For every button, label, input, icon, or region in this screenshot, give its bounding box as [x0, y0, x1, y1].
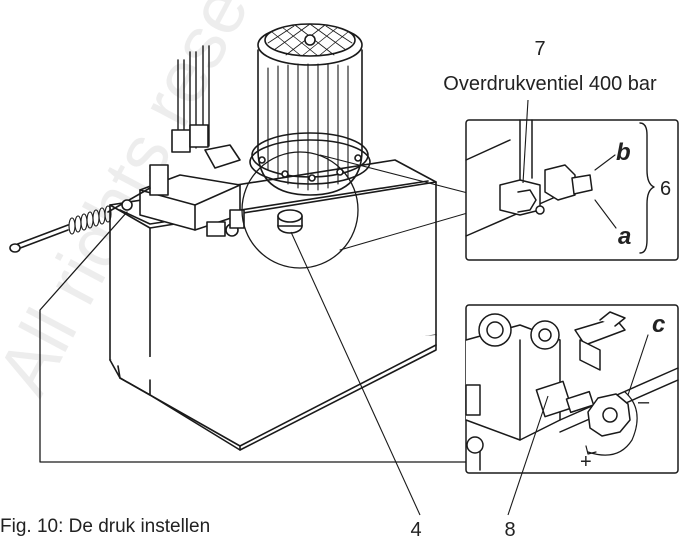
callout-7-number: 7 — [534, 38, 545, 60]
leader-8 — [507, 395, 549, 516]
leader-4 — [290, 231, 421, 516]
callout-4: 4 — [410, 519, 421, 539]
callout-6: 6 — [660, 178, 671, 200]
letter-a: a — [618, 223, 631, 250]
callout-7-text: Overdrukventiel 400 bar — [443, 73, 657, 95]
minus-sign: – — [638, 391, 650, 413]
figure-caption: Fig. 10: De druk instellen — [0, 516, 210, 537]
callout-8: 8 — [504, 519, 515, 539]
plus-sign: + — [580, 451, 592, 473]
adjustment-knob-detail — [465, 304, 679, 474]
leader-lines — [290, 99, 549, 516]
letter-c: c — [652, 311, 665, 338]
letter-b: b — [616, 139, 631, 166]
leader-7 — [522, 99, 529, 184]
power-unit — [9, 23, 496, 463]
relief-valve-detail — [465, 119, 679, 261]
